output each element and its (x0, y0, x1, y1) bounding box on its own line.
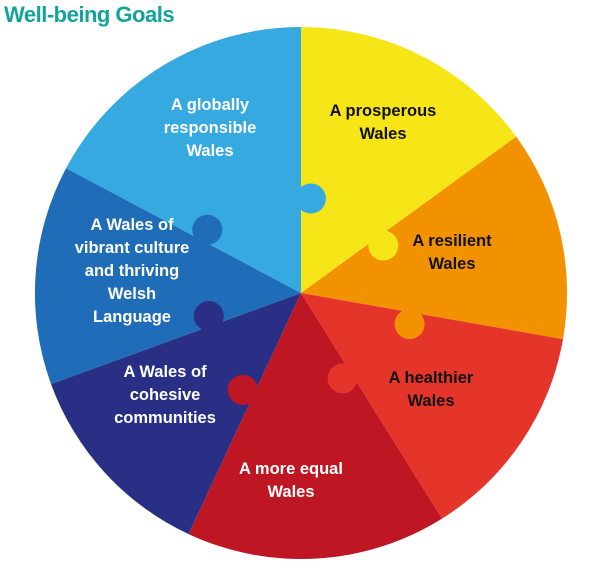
goal-label-line: and thriving (85, 262, 179, 280)
goal-label-line: Welsh (108, 285, 156, 303)
sector-cohesive-communities (51, 293, 301, 535)
goal-label-line: Wales (359, 125, 406, 143)
goal-label-line: A prosperous (330, 102, 437, 120)
puzzle-tab-globally-responsible (295, 183, 326, 214)
goal-label-line: A Wales of (123, 363, 207, 381)
goal-label-line: A healthier (389, 369, 474, 387)
goal-label-line: vibrant culture (75, 239, 190, 257)
goal-label-line: cohesive (130, 386, 201, 404)
goal-label-line: communities (114, 409, 216, 427)
sector-healthier (301, 293, 563, 519)
goal-label-line: A more equal (239, 460, 343, 478)
puzzle-tab-neck-globally-responsible (291, 190, 308, 206)
sector-more-equal (188, 293, 442, 560)
goal-label-line: Language (93, 308, 171, 326)
puzzle-tab-neck-prosperous (368, 227, 385, 244)
goal-label-line: A globally (171, 96, 250, 114)
sector-vibrant-culture (34, 168, 301, 384)
goal-label-line: Wales (428, 255, 475, 273)
sector-resilient (301, 136, 568, 340)
page-title: Well-being Goals (4, 2, 175, 27)
puzzle-tab-neck-resilient (404, 302, 421, 319)
sector-prosperous (301, 26, 517, 293)
goal-label-cohesive-communities: A Wales of cohesive communities (114, 363, 216, 427)
puzzle-tab-neck-more-equal (247, 388, 263, 405)
sector-globally-responsible (66, 27, 301, 293)
puzzle-tab-neck-cohesive-communities (204, 319, 221, 335)
puzzle-tab-neck-vibrant-culture (192, 233, 209, 250)
puzzle-tab-neck-healthier (344, 364, 361, 381)
goal-label-line: Wales (186, 142, 233, 160)
wheel-sectors (34, 26, 568, 560)
goal-label-line: Wales (407, 392, 454, 410)
goal-label-line: Wales (267, 483, 314, 501)
goal-label-line: A resilient (412, 232, 492, 250)
goal-label-line: A Wales of (90, 216, 174, 234)
goal-label-line: responsible (164, 119, 257, 137)
puzzle-tabs (192, 183, 425, 405)
